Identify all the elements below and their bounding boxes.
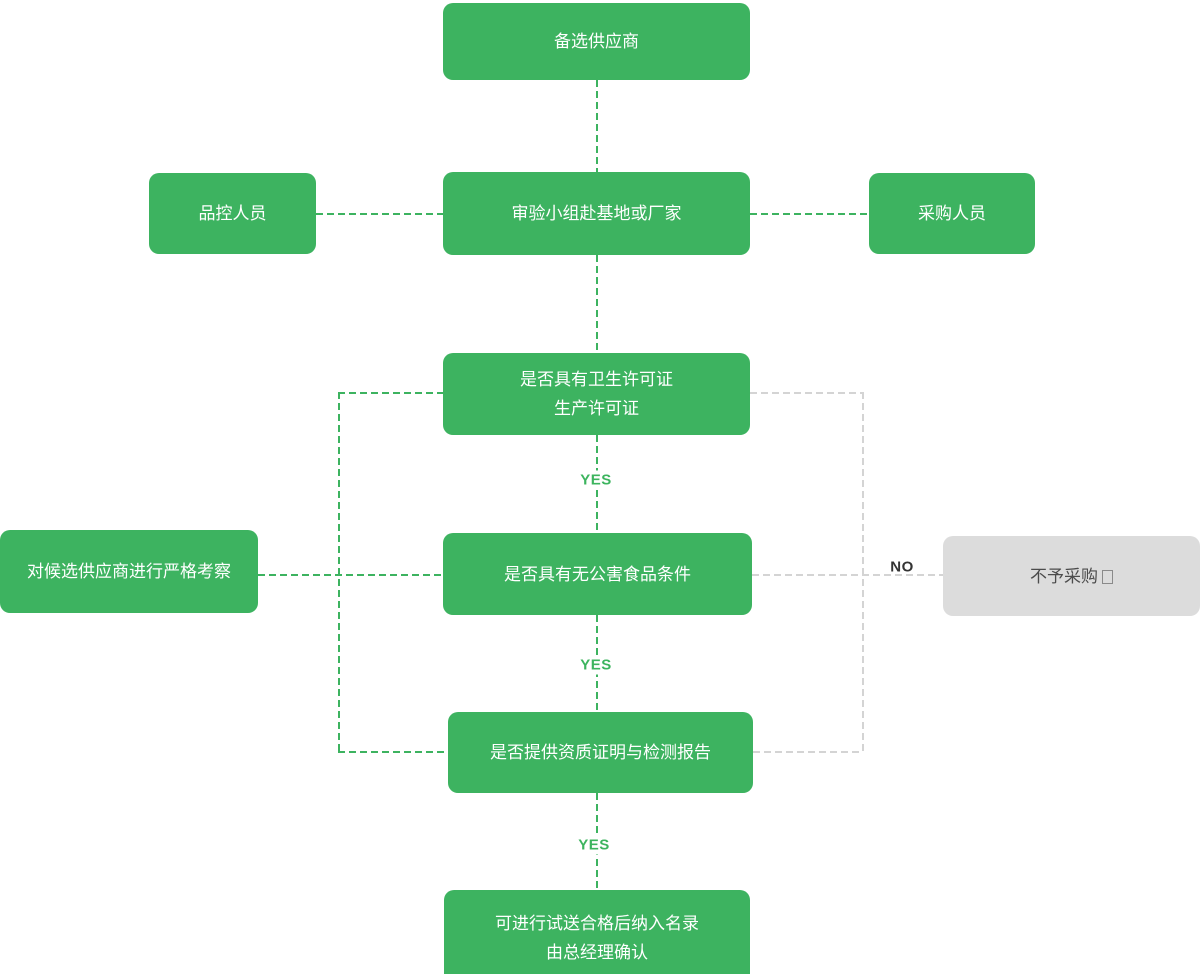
- node-final-step-line2: 由总经理确认: [546, 943, 648, 962]
- node-question-pollution-free: 是否具有无公害食品条件: [443, 533, 752, 615]
- node-question-license: 是否具有卫生许可证 生产许可证: [443, 353, 750, 435]
- node-final-step-line1: 可进行试送合格后纳入名录: [495, 914, 699, 933]
- tofu-glyph-icon: [1102, 570, 1113, 585]
- node-question-license-line1: 是否具有卫生许可证: [520, 370, 673, 389]
- node-purchasing-staff-label: 采购人员: [918, 204, 986, 223]
- node-final-step: 可进行试送合格后纳入名录 由总经理确认: [444, 890, 750, 974]
- node-candidate-supplier-label: 备选供应商: [554, 32, 639, 51]
- connector-top-to-team: [596, 80, 598, 172]
- yes-label-1: YES: [576, 470, 616, 490]
- connector-right-bracket: [862, 392, 864, 752]
- node-no-purchase: 不予采购: [943, 536, 1200, 616]
- yes-label-3: YES: [574, 835, 614, 855]
- no-label: NO: [890, 558, 914, 576]
- connector-qc-to-team: [316, 213, 443, 215]
- node-inspection-team-label: 审验小组赴基地或厂家: [511, 204, 682, 223]
- connector-q3-left: [338, 751, 448, 753]
- connector-inspection-to-q2: [258, 574, 443, 576]
- node-question-license-line2: 生产许可证: [554, 399, 639, 418]
- node-no-purchase-text: 不予采购: [1030, 566, 1098, 586]
- connector-team-to-q1: [596, 255, 598, 353]
- node-quality-control-label: 品控人员: [198, 204, 267, 223]
- connector-left-bracket: [338, 392, 340, 752]
- node-no-purchase-label: 不予采购: [1030, 562, 1113, 591]
- connector-q3-right: [753, 751, 862, 753]
- connector-q1-left: [338, 392, 443, 394]
- node-candidate-supplier: 备选供应商: [443, 3, 750, 80]
- yes-label-2: YES: [576, 655, 616, 675]
- connector-team-to-buyer: [750, 213, 869, 215]
- connector-no-path: [752, 574, 943, 576]
- node-inspection-team: 审验小组赴基地或厂家: [443, 172, 750, 255]
- connector-q1-right: [750, 392, 862, 394]
- node-strict-inspection: 对候选供应商进行严格考察: [0, 530, 258, 613]
- node-question-pollution-free-label: 是否具有无公害食品条件: [504, 564, 691, 584]
- node-question-certificates-label: 是否提供资质证明与检测报告: [490, 743, 711, 762]
- node-question-certificates: 是否提供资质证明与检测报告: [448, 712, 753, 793]
- node-strict-inspection-label: 对候选供应商进行严格考察: [27, 562, 231, 581]
- node-quality-control: 品控人员: [149, 173, 316, 254]
- node-purchasing-staff: 采购人员: [869, 173, 1035, 254]
